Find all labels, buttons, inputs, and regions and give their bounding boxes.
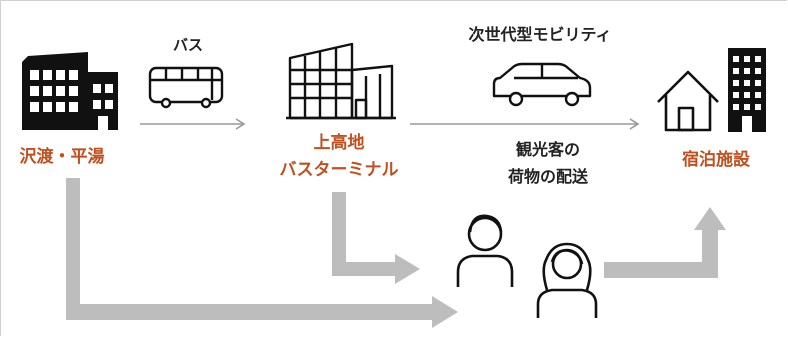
baggage-label-line1: 観光客の [516,140,580,159]
origin-label: 沢渡・平湯 [20,146,105,167]
terminal-label-line2: バスターミナル [280,160,399,180]
male-person-icon [456,214,514,287]
terminal-building-icon [286,42,396,120]
baggage-label-line2: 荷物の配送 [508,167,589,186]
origin-building-icon [22,52,118,130]
hotel-building-icon [728,48,766,132]
mobility-route-arrowhead [629,118,640,130]
labels: 沢渡・平湯 上高地 バスターミナル 宿泊施設 バス 次世代型モビリティ 観光客の… [20,25,751,186]
people-to-lodging-arrow [604,207,726,278]
terminal-label-line1: 上高地 [314,132,365,153]
origin-to-people-arrow [66,178,458,328]
car-icon [492,62,592,107]
bus-label: バス [173,36,203,54]
bus-icon [148,66,224,109]
lodging-label: 宿泊施設 [682,149,751,170]
connector-arrows [140,118,640,130]
terminal-to-people-arrow [332,192,420,284]
house-icon [657,70,719,132]
people-flow-arrows [66,178,726,328]
mobility-label: 次世代型モビリティ [468,25,611,44]
bus-route-arrowhead [235,118,246,130]
female-person-icon [536,242,598,318]
